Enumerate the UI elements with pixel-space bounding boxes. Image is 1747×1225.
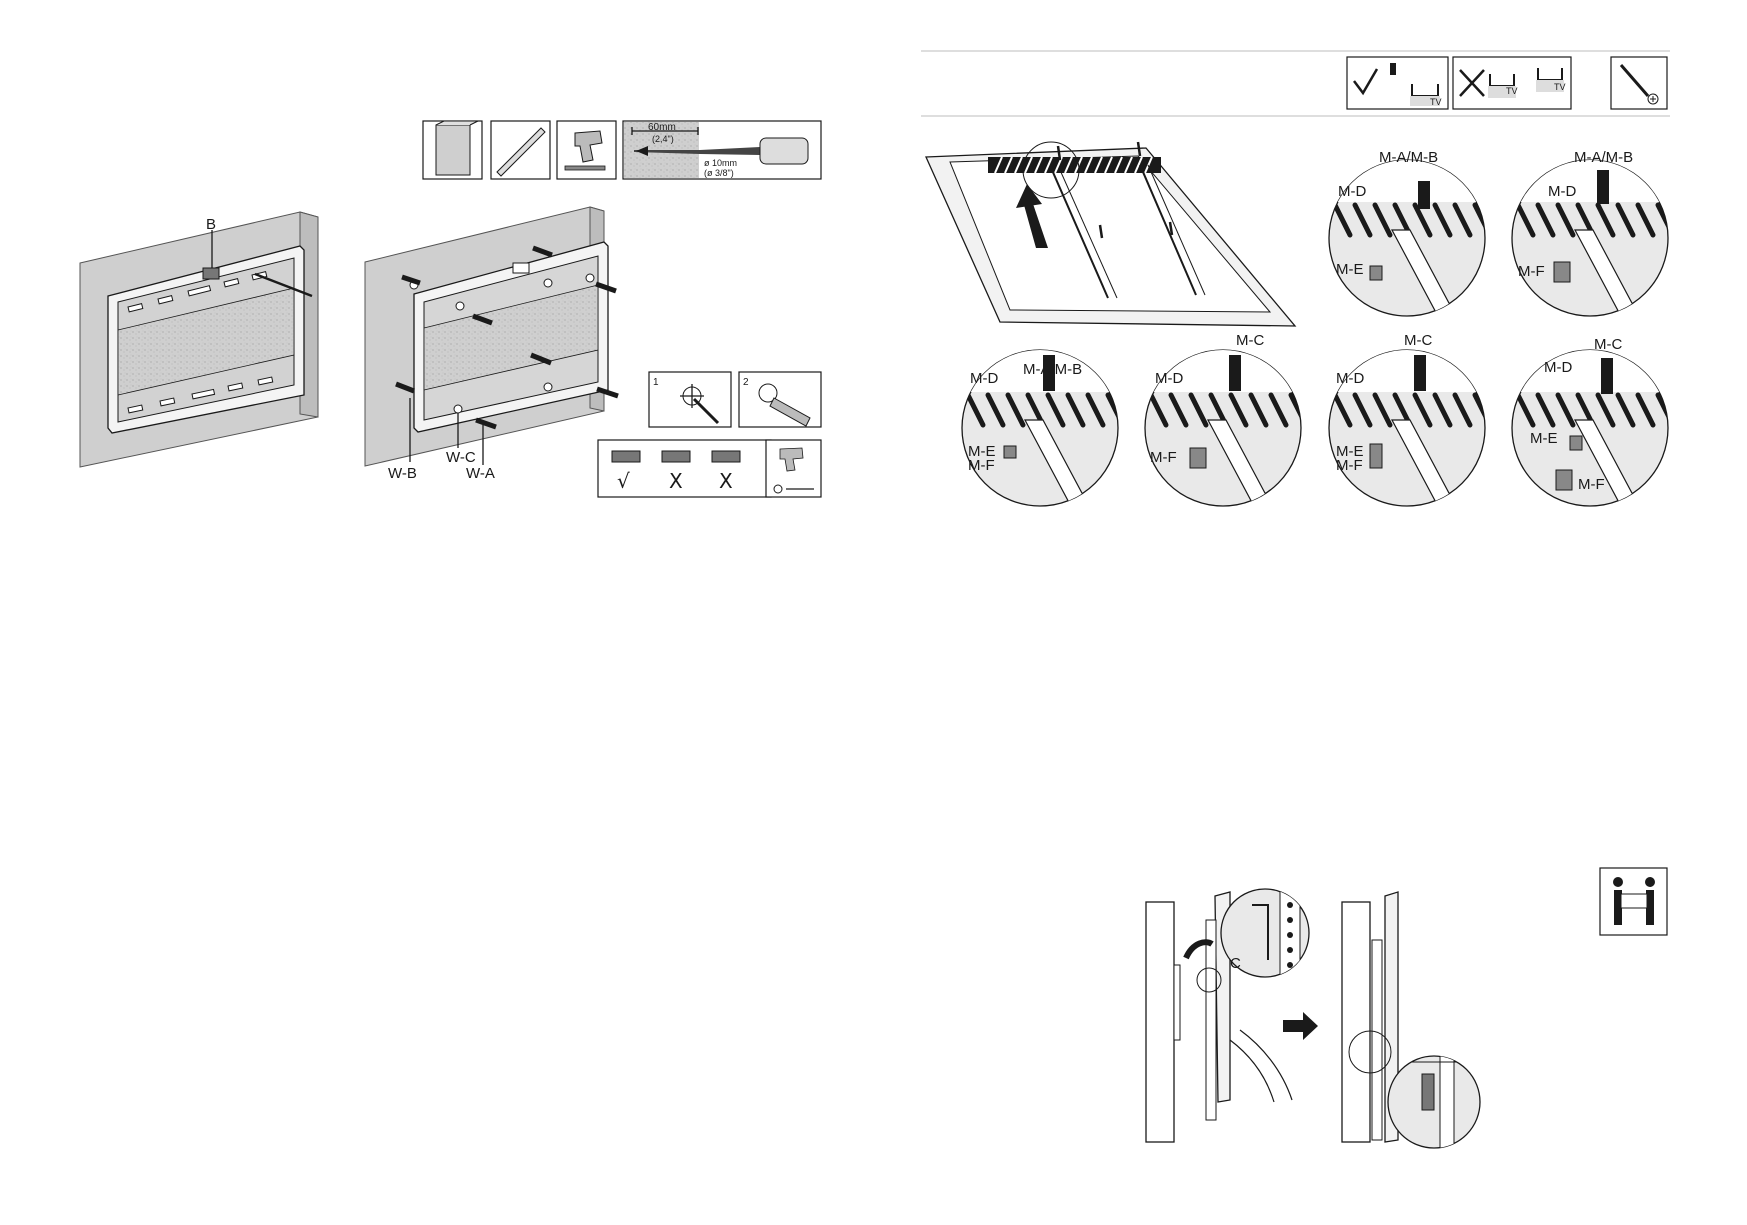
detail-6-label-m-e: M-E [1530,430,1558,447]
detail-circle-1: M-A/M-B M-D M-E [1329,149,1490,320]
step-box-1 [649,372,731,427]
part-label-c: C [1230,955,1241,972]
screw-fit-correct-box: TV [1347,57,1448,109]
detail-1-label-m-e: M-E [1336,261,1364,278]
callout-w-b: W-B [388,465,417,482]
detail-5-label-m-f: M-F [1336,457,1363,474]
tv-tag-wrong-2: TV [1554,82,1566,92]
tv-tag-ok: TV [1430,97,1442,107]
screwdriver-box [1611,57,1667,109]
tv-back-with-arms [926,142,1295,326]
hang-tv-step-1: C [1146,889,1309,1142]
level-check-bad-mark-1: X [669,469,683,493]
detail-1-label-m-ab: M-A/M-B [1379,149,1438,166]
detail-circle-3: M-A/M-B M-D M-E M-F [962,350,1123,510]
detail-2-label-m-ab: M-A/M-B [1574,149,1633,166]
tool-strip: 60mm (2,4") ø 10mm (ø 3/8") [423,121,821,179]
detail-5-label-m-d: M-D [1336,370,1364,387]
detail-1-label-m-d: M-D [1338,183,1366,200]
step-mark-2: 2 [743,377,749,388]
detail-6-label-m-f: M-F [1578,476,1605,493]
tv-tag-wrong-1: TV [1506,86,1518,96]
level-check-ok-mark: √ [617,469,630,493]
detail-3-label-m-f: M-F [968,457,995,474]
wall-with-plate-mounted: W-C W-B W-A [365,207,618,482]
wall-with-plate-marking: B [80,212,318,467]
detail-3-label-m-d: M-D [970,370,998,387]
drill-diameter-imperial-label: (ø 3/8") [704,168,734,178]
detail-4-label-m-d: M-D [1155,370,1183,387]
callout-w-c: W-C [446,449,476,466]
level-check-bad-mark-2: X [719,469,733,493]
detail-6-label-m-d: M-D [1544,359,1572,376]
detail-5-label-m-c: M-C [1404,332,1432,349]
screw-fit-wrong-box: TV TV [1453,57,1571,109]
drill-depth-label: 60mm [648,122,676,133]
detail-circle-4: M-C M-D M-F [1145,332,1306,510]
two-person-lift-box [1600,868,1667,935]
detail-circle-5: M-C M-D M-E M-F [1329,332,1490,510]
marking-steps: 1 2 √ X X [598,372,821,497]
drill-diameter-label: ø 10mm [704,158,737,168]
detail-circle-6: M-C M-D M-E M-F [1512,336,1673,510]
detail-4-label-m-f: M-F [1150,449,1177,466]
detail-circle-2: M-A/M-B M-D M-F [1512,149,1673,320]
hang-tv-step-2 [1342,892,1480,1148]
part-label-b: B [206,216,216,233]
drill-depth-imperial-label: (2,4") [652,134,674,144]
detail-3-label-m-ab: M-A/M-B [1023,361,1082,378]
step-mark-1: 1 [653,377,659,388]
detail-2-label-m-d: M-D [1548,183,1576,200]
detail-2-label-m-f: M-F [1518,263,1545,280]
detail-4-label-m-c: M-C [1236,332,1264,349]
level-bubble-b [203,268,219,279]
detail-6-label-m-c: M-C [1594,336,1622,353]
callout-w-a: W-A [466,465,495,482]
next-step-arrow-icon [1283,1012,1318,1040]
